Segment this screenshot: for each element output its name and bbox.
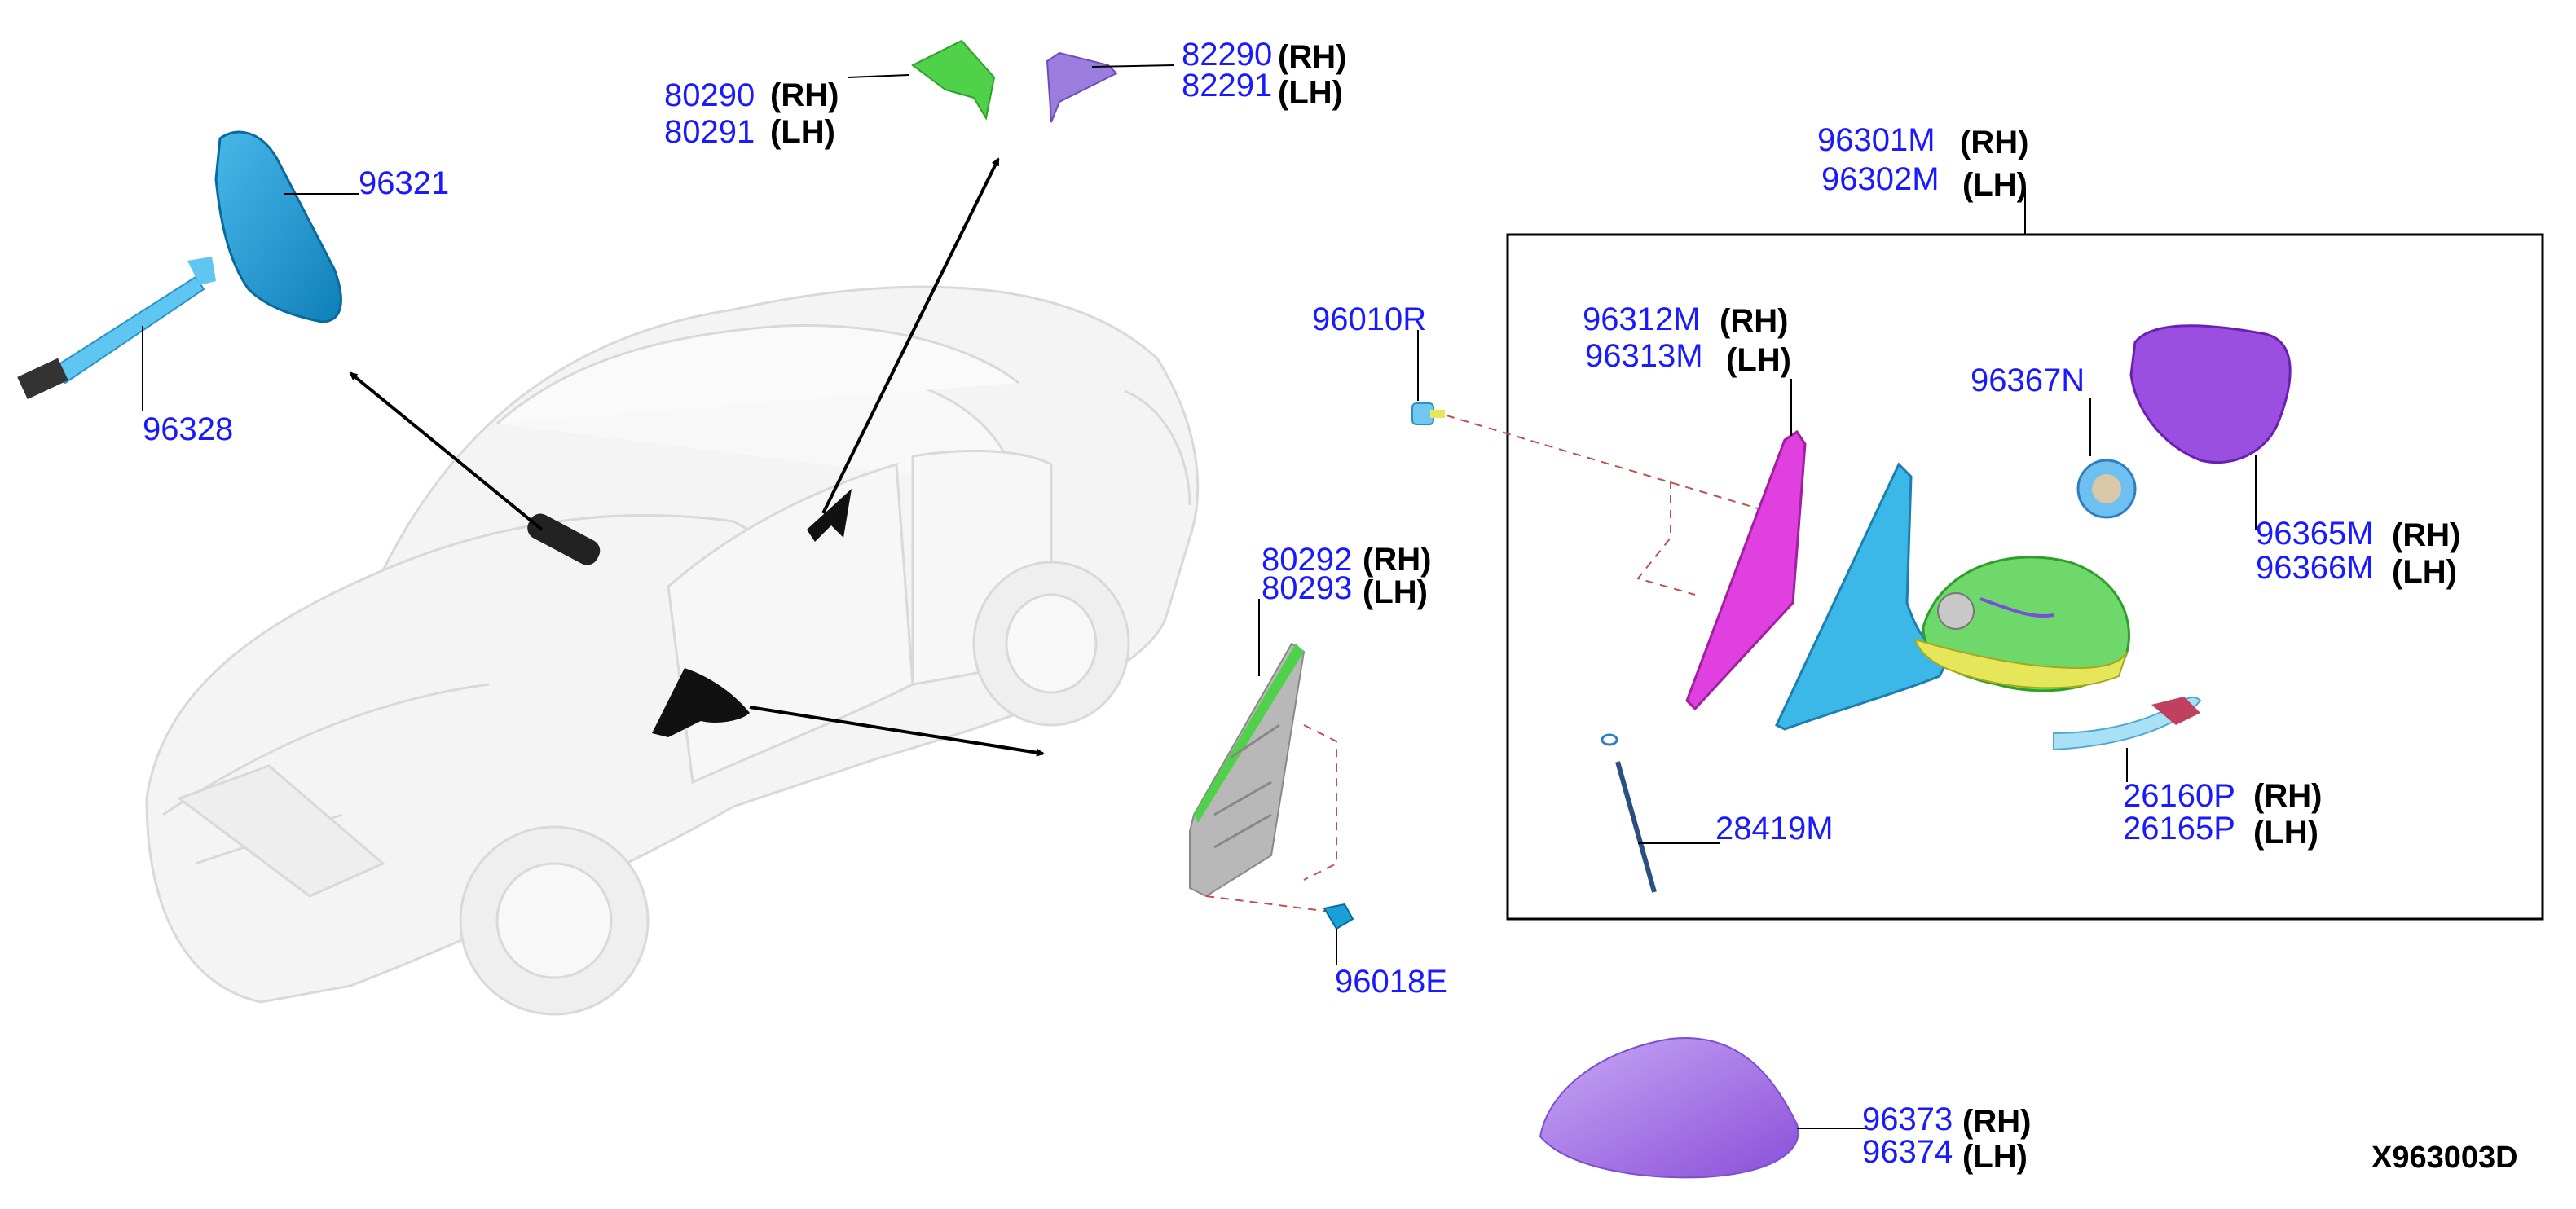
part-number-80290[interactable]: 80290 [664, 77, 755, 113]
mirror-corner-finisher-inner [1189, 642, 1306, 898]
side-lh-80293: (LH) [1363, 574, 1428, 610]
side-rh-80292: (RH) [1363, 542, 1432, 578]
diagram-code: X963003D [2371, 1141, 2518, 1175]
part-number-96301m[interactable]: 96301M [1817, 122, 1935, 158]
part-number-96373[interactable]: 96373 [1862, 1101, 1953, 1137]
part-number-96010r[interactable]: 96010R [1312, 301, 1427, 337]
part-number-96018e[interactable]: 96018E [1335, 964, 1447, 1000]
corner-finisher-purple [1046, 51, 1118, 123]
part-number-96374[interactable]: 96374 [1862, 1134, 1953, 1170]
side-lh-96374: (LH) [1962, 1139, 2028, 1175]
part-number-80292[interactable]: 80292 [1262, 542, 1353, 578]
mirror-motor [2076, 459, 2137, 519]
part-number-96365m[interactable]: 96365M [2256, 516, 2374, 552]
vehicle-door-mirror [652, 668, 750, 737]
part-number-80291[interactable]: 80291 [664, 114, 755, 150]
side-rh-96373: (RH) [1962, 1104, 2032, 1140]
side-lh-96366m: (LH) [2392, 554, 2457, 590]
screw-96010r [1411, 402, 1445, 425]
side-rh-82290: (RH) [1278, 39, 1347, 75]
side-rh-80290: (RH) [770, 77, 839, 113]
part-number-96366m[interactable]: 96366M [2256, 550, 2374, 586]
side-lh-26165p: (LH) [2253, 815, 2318, 851]
vehicle-corner-trim [807, 489, 852, 542]
part-number-26160p[interactable]: 26160P [2123, 778, 2235, 814]
corner-finisher-green [911, 39, 996, 121]
side-rh-96301m: (RH) [1960, 125, 2029, 160]
turn-signal-bracket [2151, 697, 2200, 725]
turn-signal-lamp [2053, 696, 2202, 751]
part-number-96367n[interactable]: 96367N [1971, 363, 2085, 398]
mirror-base-frame [1913, 556, 2130, 692]
part-number-96302m[interactable]: 96302M [1821, 161, 1940, 197]
side-lh-80291: (LH) [770, 114, 835, 150]
wire-harness [1601, 733, 1657, 893]
side-rh-26160p: (RH) [2253, 778, 2323, 814]
part-number-96328[interactable]: 96328 [143, 411, 234, 447]
part-number-96313m[interactable]: 96313M [1585, 338, 1703, 374]
part-number-96312m[interactable]: 96312M [1583, 301, 1701, 337]
arrow-to-corner-trim [821, 157, 1000, 514]
mirror-housing [1775, 462, 1959, 731]
leader-82290 [1091, 64, 1174, 68]
vehicle-outline [145, 285, 1200, 1016]
part-number-96321[interactable]: 96321 [359, 165, 450, 201]
side-lh-96313m: (LH) [1726, 342, 1791, 378]
part-number-82290[interactable]: 82290 [1182, 37, 1273, 73]
inner-mirror-glass [214, 130, 342, 323]
part-number-28419m[interactable]: 28419M [1715, 811, 1834, 846]
leader-80290 [847, 74, 909, 78]
clip-96018e [1323, 903, 1354, 930]
vehicle-inner-mirror [527, 513, 601, 565]
inner-mirror-stay [17, 257, 216, 400]
part-number-82291[interactable]: 82291 [1182, 68, 1273, 103]
arrow-to-door-mirror [749, 706, 1045, 757]
arrow-to-inner-mirror [349, 371, 544, 531]
side-lh-82291: (LH) [1278, 75, 1343, 111]
dashed-guide-96010r [1446, 415, 1761, 596]
part-number-80293[interactable]: 80293 [1262, 570, 1353, 606]
dashed-guide-80292 [1205, 724, 1337, 913]
mirror-glass-outer [2129, 324, 2292, 464]
side-rh-96365m: (RH) [2392, 517, 2461, 553]
side-rh-96312m: (RH) [1720, 303, 1789, 339]
side-lh-96302m: (LH) [1962, 167, 2028, 203]
mirror-cap [1539, 1036, 1799, 1179]
mirror-actuator [1685, 429, 1807, 711]
part-number-26165p[interactable]: 26165P [2123, 811, 2235, 846]
